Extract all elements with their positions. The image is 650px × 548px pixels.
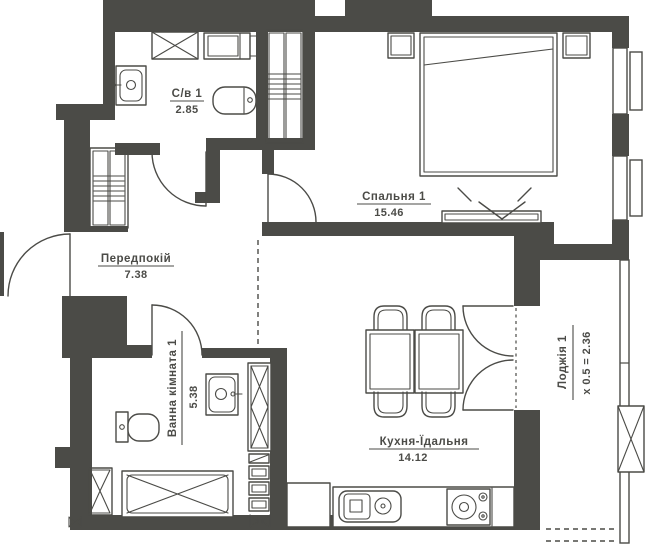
wall-segment — [612, 114, 629, 156]
room-area: 7.38 — [124, 269, 147, 281]
room-area: 14.12 — [398, 452, 428, 464]
room-name: С/в 1 — [172, 88, 203, 100]
wc-cabinet-icon — [203, 32, 258, 60]
chair-icon — [421, 391, 456, 418]
wc-door-swing-icon — [151, 151, 207, 207]
room-name: Кухня-Їдальня — [380, 435, 469, 448]
bed-icon — [419, 32, 558, 177]
wall-segment — [514, 410, 540, 530]
room-label-kitchen: Кухня-Їдальня 14.12 — [369, 435, 479, 464]
bedroom-furniture — [387, 32, 591, 224]
wall-segment — [103, 0, 115, 118]
wall-segment — [206, 150, 220, 196]
toilet-icon — [212, 86, 257, 115]
room-label-bathroom: Ванна кімната 1 5.38 — [167, 331, 200, 445]
room-area: 15.46 — [374, 207, 404, 219]
room-name: Передпокій — [101, 253, 171, 265]
dining-table-icon — [365, 305, 464, 418]
room-name: Ванна кімната 1 — [167, 339, 179, 437]
room-area: 5.38 — [188, 385, 200, 408]
bedroom-door-swing-icon — [267, 173, 317, 223]
wall-segment — [103, 16, 628, 32]
bathroom-door-swing-icon — [151, 304, 203, 356]
kitchen-sink-icon — [338, 490, 402, 523]
wall-segment — [270, 348, 287, 530]
wall-segment — [262, 148, 274, 174]
tv-direction-marks — [457, 187, 532, 220]
entrance-door-swing-icon — [7, 233, 71, 297]
washing-machine-icon — [151, 31, 199, 60]
wall-segment — [64, 112, 90, 228]
doors — [7, 151, 517, 411]
wall-segment — [115, 143, 160, 155]
wall-segment — [540, 244, 629, 260]
vent-mark-icon — [68, 516, 82, 528]
room-label-hallway: Передпокій 7.38 — [98, 253, 174, 281]
wall-segment — [0, 232, 4, 296]
wall-segment — [514, 236, 540, 306]
wall-segment — [256, 32, 268, 143]
chair-icon — [373, 305, 408, 332]
drawers-icon — [248, 453, 270, 512]
air-conditioner-icon — [617, 405, 645, 473]
room-area: 2.85 — [175, 104, 198, 116]
wall-segment — [612, 16, 629, 48]
hallway-furniture — [89, 147, 129, 229]
wall-segment — [303, 32, 315, 138]
washbasin-icon — [110, 65, 147, 106]
tv-bench-icon — [441, 210, 542, 224]
loggia-glazing — [546, 259, 630, 544]
wall-segment — [202, 348, 287, 358]
chair-icon — [421, 305, 456, 332]
room-name: Спальня 1 — [362, 191, 426, 203]
room-labels: С/в 1 2.85 Спальня 1 15.46 Передпокій 7.… — [98, 88, 593, 464]
tall-cabinet-icon — [247, 362, 272, 452]
wardrobe-icon — [89, 147, 129, 229]
chair-icon — [373, 391, 408, 418]
windows — [546, 47, 643, 544]
wall-segment — [195, 192, 220, 203]
window-icon — [612, 155, 643, 221]
loggia-furniture — [617, 405, 645, 473]
wc-furniture — [110, 29, 304, 144]
room-label-wc: С/в 1 2.85 — [170, 88, 204, 116]
wall-segment — [55, 447, 72, 468]
toilet-icon — [115, 411, 160, 443]
nightstand-icon — [387, 32, 415, 59]
wall-segment — [206, 138, 315, 150]
room-name: Лоджія 1 — [557, 335, 569, 389]
room-area: х 0.5 = 2.36 — [581, 331, 593, 394]
room-label-loggia: Лоджія 1 х 0.5 = 2.36 — [557, 325, 593, 400]
vent-shaft-icon — [88, 467, 113, 516]
wall-segment — [70, 345, 92, 530]
bathroom-furniture — [68, 362, 272, 528]
bathtub-icon — [121, 470, 234, 518]
kitchen-furniture — [286, 305, 515, 528]
stove-icon — [446, 488, 491, 526]
nightstand-icon — [562, 32, 591, 59]
walls — [0, 0, 629, 530]
loggia-french-doors-icon — [462, 305, 517, 411]
wall-segment — [64, 226, 128, 232]
washbasin-icon — [205, 373, 243, 416]
room-label-bedroom: Спальня 1 15.46 — [357, 191, 431, 219]
window-icon — [612, 47, 643, 115]
wall-segment — [262, 222, 554, 236]
vent-mark-icon — [249, 514, 271, 528]
vent-shaft-icon — [265, 29, 304, 144]
